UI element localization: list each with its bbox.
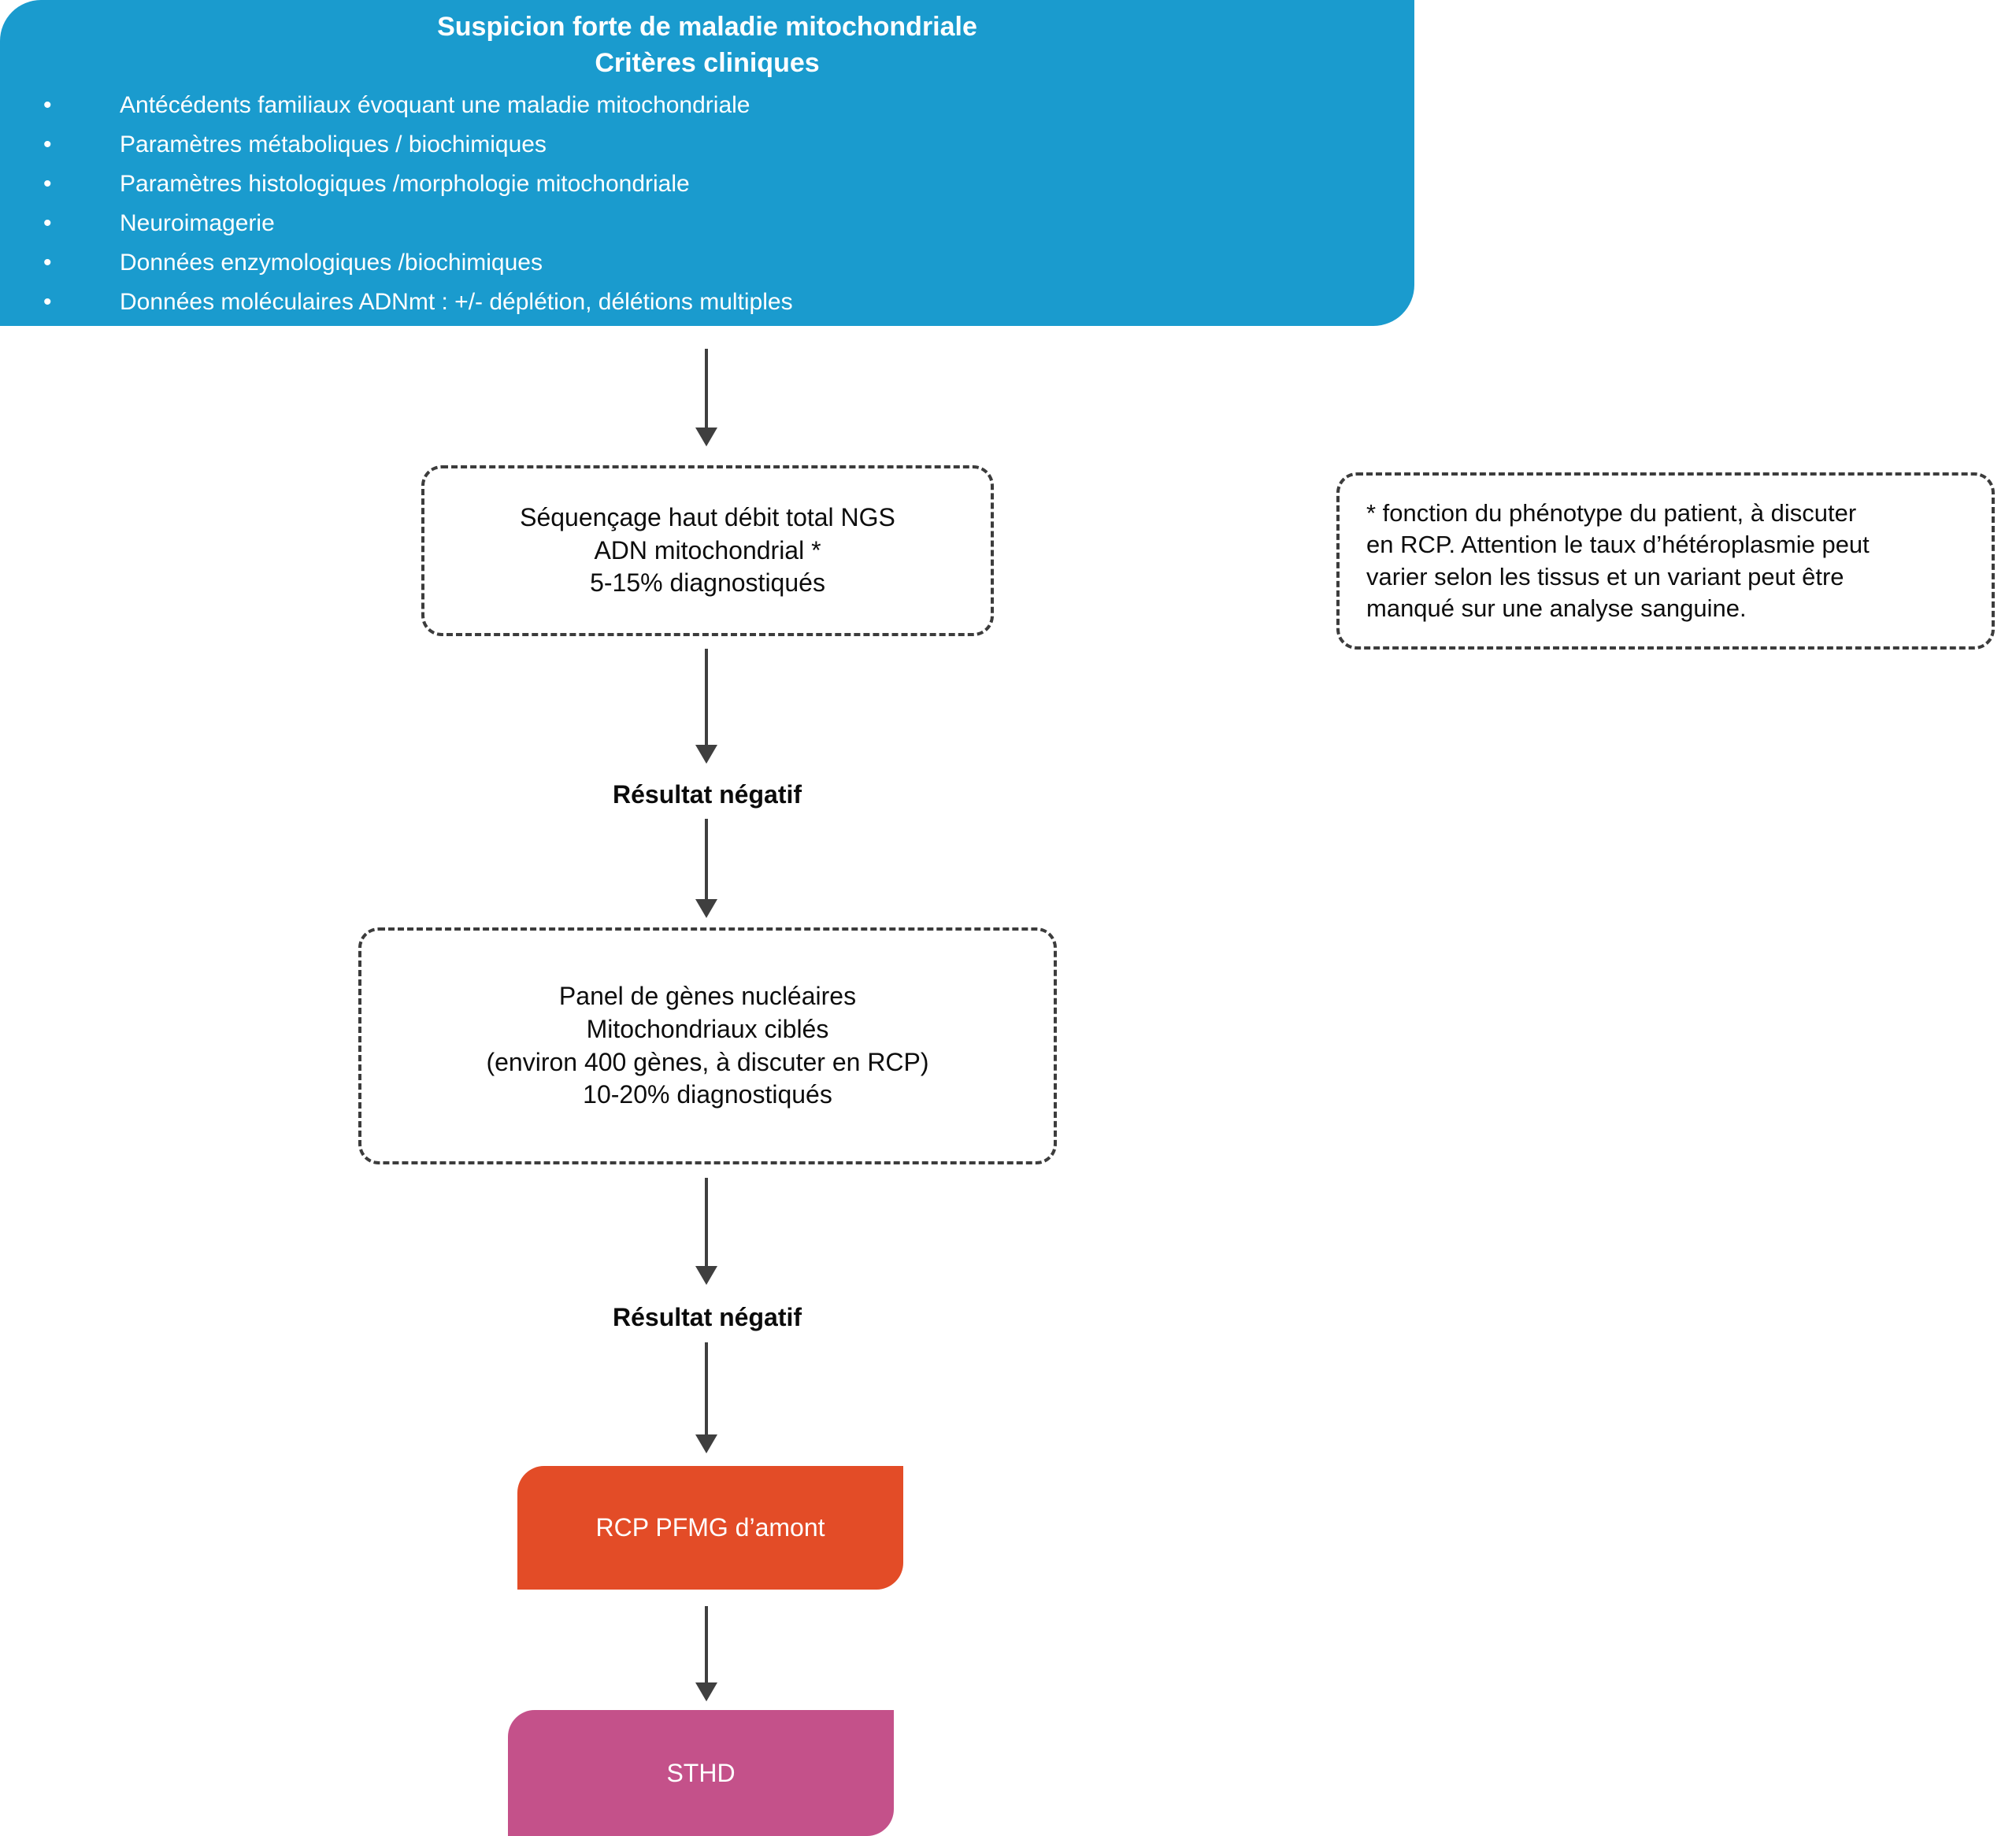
list-item-label: Paramètres histologiques /morphologie mi… xyxy=(120,171,690,198)
arrow-head xyxy=(695,428,717,446)
panel-line-1: Panel de gènes nucléaires xyxy=(558,982,857,1011)
arrow-head xyxy=(695,899,717,918)
list-item: • Neuroimagerie xyxy=(0,212,1414,235)
arrow-head xyxy=(695,1682,717,1701)
arrow-head xyxy=(695,1434,717,1453)
arrow-shaft xyxy=(705,1178,708,1272)
list-item-label: Paramètres métaboliques / biochimiques xyxy=(120,131,547,158)
criteria-list: • Antécédents familiaux évoquant une mal… xyxy=(0,94,1414,314)
note-line-1: * fonction du phénotype du patient, à di… xyxy=(1366,498,1857,527)
ngs-line-1: Séquençage haut débit total NGS xyxy=(520,503,895,532)
nuclear-gene-panel-box: Panel de gènes nucléaires Mitochondriaux… xyxy=(358,927,1057,1164)
list-item: • Données enzymologiques /biochimiques xyxy=(0,251,1414,275)
panel-line-3: (environ 400 gènes, à discuter en RCP) xyxy=(486,1047,929,1076)
arrow-shaft xyxy=(705,1342,708,1441)
list-item: • Paramètres métaboliques / biochimiques xyxy=(0,133,1414,157)
list-item-label: Données moléculaires ADNmt : +/- dépléti… xyxy=(120,289,793,316)
arrow-shaft xyxy=(705,1606,708,1689)
list-item: • Antécédents familiaux évoquant une mal… xyxy=(0,94,1414,117)
bullet-icon: • xyxy=(43,131,52,158)
list-item-label: Antécédents familiaux évoquant une malad… xyxy=(120,92,750,119)
sthd-box: STHD xyxy=(508,1710,894,1836)
list-item: • Données moléculaires ADNmt : +/- déplé… xyxy=(0,291,1414,314)
arrow-shaft xyxy=(705,349,708,434)
rcp-pfmg-label: RCP PFMG d’amont xyxy=(595,1513,825,1542)
sthd-label: STHD xyxy=(666,1758,736,1787)
bullet-icon: • xyxy=(43,92,52,119)
note-line-2: en RCP. Attention le taux d’hétéroplasmi… xyxy=(1366,531,1870,559)
negative-result-label-1: Résultat négatif xyxy=(612,780,802,809)
ngs-line-2: ADN mitochondrial * xyxy=(594,535,821,564)
list-item-label: Neuroimagerie xyxy=(120,210,275,237)
panel-line-4: 10-20% diagnostiqués xyxy=(583,1080,832,1109)
list-item-label: Données enzymologiques /biochimiques xyxy=(120,250,543,276)
page-title-line-2: Critères cliniques xyxy=(595,47,820,78)
note-line-3: varier selon les tissus et un variant pe… xyxy=(1366,562,1844,590)
bullet-icon: • xyxy=(43,250,52,276)
bullet-icon: • xyxy=(43,289,52,316)
bullet-icon: • xyxy=(43,210,52,237)
bullet-icon: • xyxy=(43,171,52,198)
page-title: Suspicion forte de maladie mitochondrial… xyxy=(0,9,1414,81)
arrow-shaft xyxy=(705,819,708,905)
note-line-4: manqué sur une analyse sanguine. xyxy=(1366,594,1747,622)
clinical-criteria-header: Suspicion forte de maladie mitochondrial… xyxy=(0,0,1414,326)
panel-line-2: Mitochondriaux ciblés xyxy=(586,1014,829,1043)
rcp-pfmg-box: RCP PFMG d’amont xyxy=(517,1466,903,1590)
negative-result-label-2: Résultat négatif xyxy=(612,1303,802,1331)
page-title-line-1: Suspicion forte de maladie mitochondrial… xyxy=(437,12,977,42)
footnote-note-box: * fonction du phénotype du patient, à di… xyxy=(1336,472,1995,650)
arrow-head xyxy=(695,745,717,764)
arrow-head xyxy=(695,1266,717,1285)
ngs-sequencing-box: Séquençage haut débit total NGS ADN mito… xyxy=(421,465,994,636)
list-item: • Paramètres histologiques /morphologie … xyxy=(0,172,1414,196)
arrow-shaft xyxy=(705,649,708,751)
ngs-line-3: 5-15% diagnostiqués xyxy=(590,568,825,598)
